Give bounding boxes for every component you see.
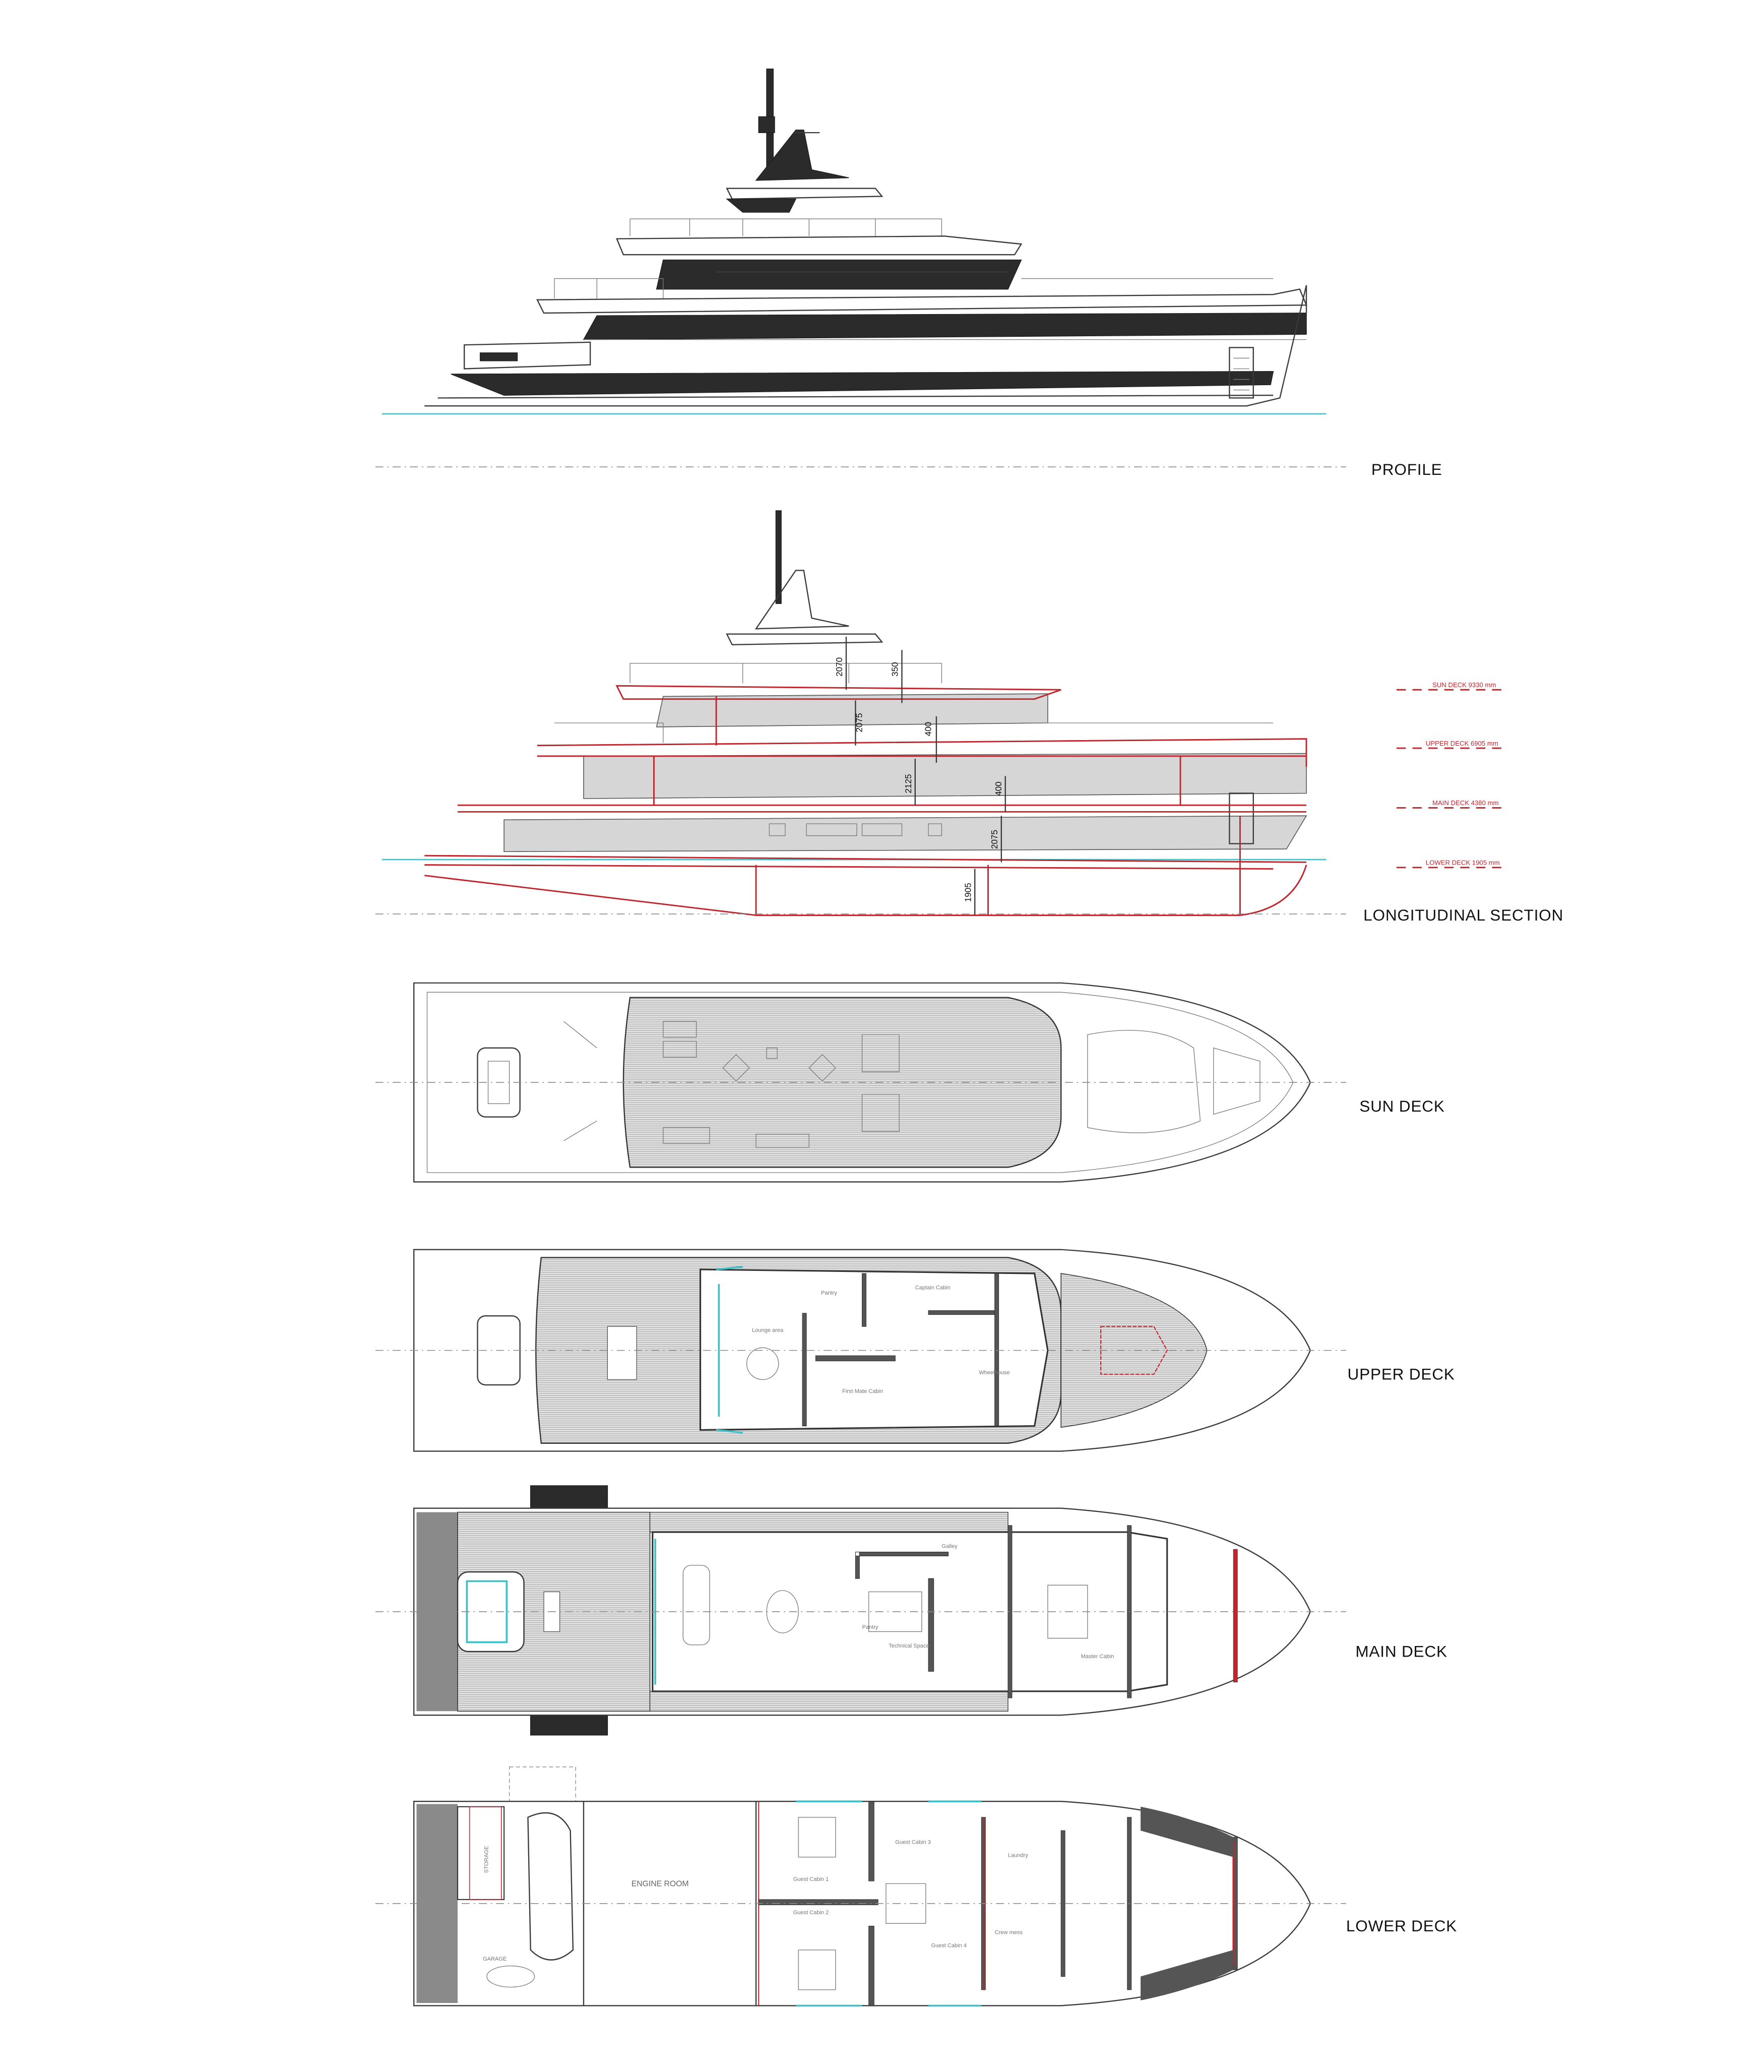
level-lower-deck: LOWER DECK 1905 mm: [1426, 859, 1500, 867]
svg-text:Technical Space: Technical Space: [889, 1643, 929, 1649]
svg-text:Pantry: Pantry: [821, 1290, 837, 1296]
hardtop: [726, 188, 884, 200]
mast: [755, 69, 849, 181]
profile-title: PROFILE: [1371, 460, 1442, 478]
dimensions: 2070 350 2075 400 2125 400 2075 1905: [835, 636, 1006, 916]
svg-text:Guest Cabin 2: Guest Cabin 2: [793, 1910, 829, 1916]
level-main-deck: MAIN DECK 4380 mm: [1432, 799, 1498, 807]
svg-text:400: 400: [994, 781, 1003, 796]
profile-view: PROFILE: [375, 69, 1442, 478]
svg-text:Captain Cabin: Captain Cabin: [915, 1285, 951, 1291]
svg-text:Guest Cabin 3: Guest Cabin 3: [895, 1839, 931, 1845]
keel-outline: [424, 865, 1307, 917]
svg-text:2075: 2075: [855, 713, 864, 732]
level-upper-deck: UPPER DECK 6905 mm: [1426, 740, 1498, 747]
profile-hull: [424, 285, 1307, 407]
sun-deck-superstructure: [615, 235, 1023, 256]
section-structure: [424, 685, 1307, 917]
upper-deck-plan: Lounge area Pantry Captain Cabin First M…: [375, 1249, 1455, 1452]
sun-deck-plan: SUN DECK: [375, 982, 1444, 1183]
svg-text:2070: 2070: [835, 657, 844, 677]
main-deck-title: MAIN DECK: [1355, 1642, 1447, 1660]
main-deck-plan: Galley Pantry Technical Space Master Cab…: [375, 1485, 1447, 1736]
svg-text:350: 350: [891, 662, 900, 677]
level-sun-deck: SUN DECK 9330 mm: [1432, 681, 1496, 689]
sun-deck-title: SUN DECK: [1359, 1097, 1444, 1115]
upper-deck-interior: [699, 1268, 1049, 1431]
lower-deck-plan: ENGINE ROOM STORAGE GARAGE Guest Cabin 1…: [375, 1766, 1457, 2007]
lower-deck-title: LOWER DECK: [1346, 1917, 1457, 1935]
svg-text:Galley: Galley: [941, 1544, 958, 1550]
svg-text:Guest Cabin 1: Guest Cabin 1: [793, 1876, 829, 1882]
svg-text:Guest Cabin 4: Guest Cabin 4: [931, 1943, 967, 1949]
svg-text:GARAGE: GARAGE: [483, 1956, 507, 1962]
svg-text:First Mate Cabin: First Mate Cabin: [842, 1388, 883, 1394]
tender: [527, 1812, 574, 1961]
svg-text:STORAGE: STORAGE: [484, 1846, 490, 1873]
svg-text:Lounge area: Lounge area: [752, 1327, 784, 1333]
svg-text:400: 400: [923, 722, 933, 737]
svg-text:2125: 2125: [904, 774, 913, 793]
svg-text:Master Cabin: Master Cabin: [1081, 1654, 1114, 1660]
upper-deck-title: UPPER DECK: [1348, 1365, 1455, 1383]
hull-stripe: [451, 371, 1274, 396]
deck-level-labels: SUN DECK 9330 mm UPPER DECK 6905 mm MAIN…: [1396, 681, 1505, 869]
svg-text:Laundry: Laundry: [1008, 1853, 1028, 1859]
svg-text:Crew mess: Crew mess: [995, 1929, 1023, 1935]
svg-text:Pantry: Pantry: [862, 1624, 878, 1630]
longitudinal-section-view: 2070 350 2075 400 2125 400 2075 1905 SUN…: [375, 510, 1563, 924]
upper-deck-superstructure: [536, 288, 1307, 314]
svg-text:2075: 2075: [990, 830, 999, 849]
section-title: LONGITUDINAL SECTION: [1363, 906, 1563, 924]
svg-text:ENGINE ROOM: ENGINE ROOM: [632, 1880, 689, 1888]
svg-text:1905: 1905: [963, 883, 973, 902]
svg-text:Wheelhouse: Wheelhouse: [979, 1370, 1010, 1376]
